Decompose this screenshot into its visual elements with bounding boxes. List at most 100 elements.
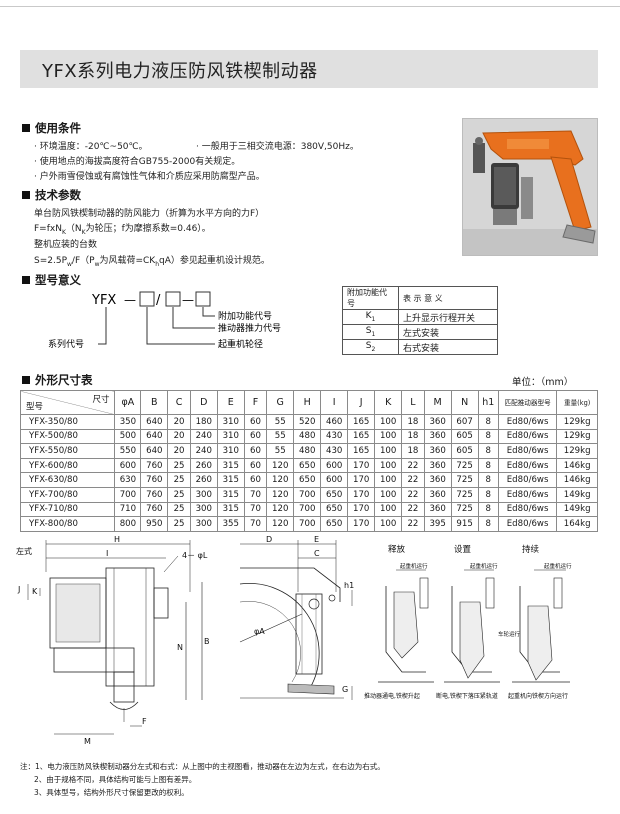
value-cell: 355 [216,516,245,532]
value-cell: 165 [347,414,376,430]
note-line-3: 3、具体型号，结构外形尺寸保留更改的权利。 [34,788,189,797]
value-cell: 55 [266,443,295,459]
value-cell: 240 [189,428,218,445]
value-cell: 950 [140,516,169,532]
svg-text:φA: φA [254,627,265,636]
function-code-box [195,291,211,307]
value-cell: 170 [347,472,376,488]
table-column-header: N [450,390,479,415]
svg-text:J: J [17,585,20,594]
svg-text:G: G [342,685,348,694]
value-cell: 725 [450,472,479,488]
func-meaning-cell: 左式安装 [398,324,498,340]
thrust-code-box [165,291,181,307]
value-cell: 395 [423,516,452,532]
value-cell: 650 [320,501,349,518]
value-cell: 146kg [556,457,598,474]
usage-line-4: · 户外雨雪侵蚀或有腐蚀性气体和介质应采用防腐型产品。 [34,172,265,182]
table-column-header: L [401,390,425,415]
value-cell: 350 [114,414,142,430]
tech-line-3: 整机应装的台数 [34,240,98,250]
value-cell: 315 [216,457,245,474]
value-cell: Ed80/6ws [497,457,558,474]
table-corner-cell: 尺寸 型号 [19,390,116,415]
value-cell: 260 [189,472,218,488]
wheel-code-box [139,291,155,307]
svg-text:I: I [106,549,108,558]
section-usage-heading: 使用条件 [35,121,81,135]
usage-line-3: · 使用地点的海拔高度符合GB755-2000有关规定。 [34,157,241,167]
value-cell: 640 [140,428,169,445]
table-column-header: I [320,390,349,415]
value-cell: 164kg [556,516,598,532]
value-cell: 25 [167,472,191,488]
value-cell: 18 [401,443,425,459]
table-column-header: F [243,390,268,415]
value-cell: 25 [167,516,191,532]
value-cell: 260 [189,457,218,474]
table-column-header: 匹配推动器型号 [497,390,558,415]
section-model-heading: 型号意义 [35,273,81,287]
value-cell: 100 [374,414,403,430]
value-cell: 129kg [556,414,598,430]
value-cell: 170 [347,486,376,503]
value-cell: 60 [243,457,268,474]
value-cell: 22 [401,486,425,503]
value-cell: 310 [216,428,245,445]
value-cell: 640 [140,414,169,430]
value-cell: 607 [450,414,479,430]
technical-drawings: 左式 H I 4－ φL J K B N M F D E [16,535,572,746]
unit-label: 单位：（mm） [512,377,574,388]
sequence-panel-release: 释放 起重机运行 推动器通电,铁楔升起 [364,544,434,700]
value-cell: 315 [216,472,245,488]
table-column-header: B [140,390,169,415]
svg-text:推动器通电,铁楔升起: 推动器通电,铁楔升起 [364,692,420,700]
value-cell: 460 [320,414,349,430]
value-cell: 129kg [556,428,598,445]
value-cell: 55 [266,414,295,430]
value-cell: 25 [167,457,191,474]
value-cell: 500 [114,428,142,445]
value-cell: 630 [114,472,142,488]
value-cell: 600 [320,457,349,474]
usage-line-2: · 一般用于三相交流电源：380V,50Hz。 [196,142,359,152]
svg-text:设置: 设置 [454,544,472,555]
section-tech-heading: 技术参数 [35,188,81,202]
value-cell: 725 [450,501,479,518]
svg-text:释放: 释放 [388,544,406,555]
value-cell: 650 [320,516,349,532]
value-cell: 8 [477,428,499,445]
value-cell: 8 [477,457,499,474]
value-cell: 180 [189,414,218,430]
value-cell: 22 [401,516,425,532]
value-cell: 165 [347,443,376,459]
svg-text:—: — [124,293,136,307]
value-cell: 480 [293,428,322,445]
bullet-square-icon [22,191,30,199]
usage-line-1: · 环境温度：-20℃~50℃。 [34,142,148,152]
svg-text:D: D [266,535,272,544]
product-photo [462,118,598,256]
table-column-header: E [216,390,245,415]
table-column-header: K [374,390,403,415]
section-model: 型号意义 [22,272,81,288]
value-cell: 8 [477,486,499,503]
label-function-code: 附加功能代号 [218,310,272,322]
brake-device-image [463,119,597,255]
value-cell: 18 [401,414,425,430]
value-cell: 8 [477,516,499,532]
value-cell: 22 [401,457,425,474]
page-title: YFX系列电力液压防风铁楔制动器 [42,61,318,82]
model-code-diagram: YFX — / — 附加功能代号 推动器推力代号 起重机轮径 系列代号 [48,291,281,350]
value-cell: 100 [374,428,403,445]
notes: 注：1、电力液压防风铁楔制动器分左式和右式：从上图中的主视图看，推动器在左边为左… [20,760,385,799]
model-cell: YFX-800/80 [19,516,116,532]
svg-text:起重机运行: 起重机运行 [544,562,572,570]
svg-text:h1: h1 [344,581,354,590]
value-cell: Ed80/6ws [497,443,558,459]
value-cell: 8 [477,443,499,459]
value-cell: 360 [423,501,452,518]
